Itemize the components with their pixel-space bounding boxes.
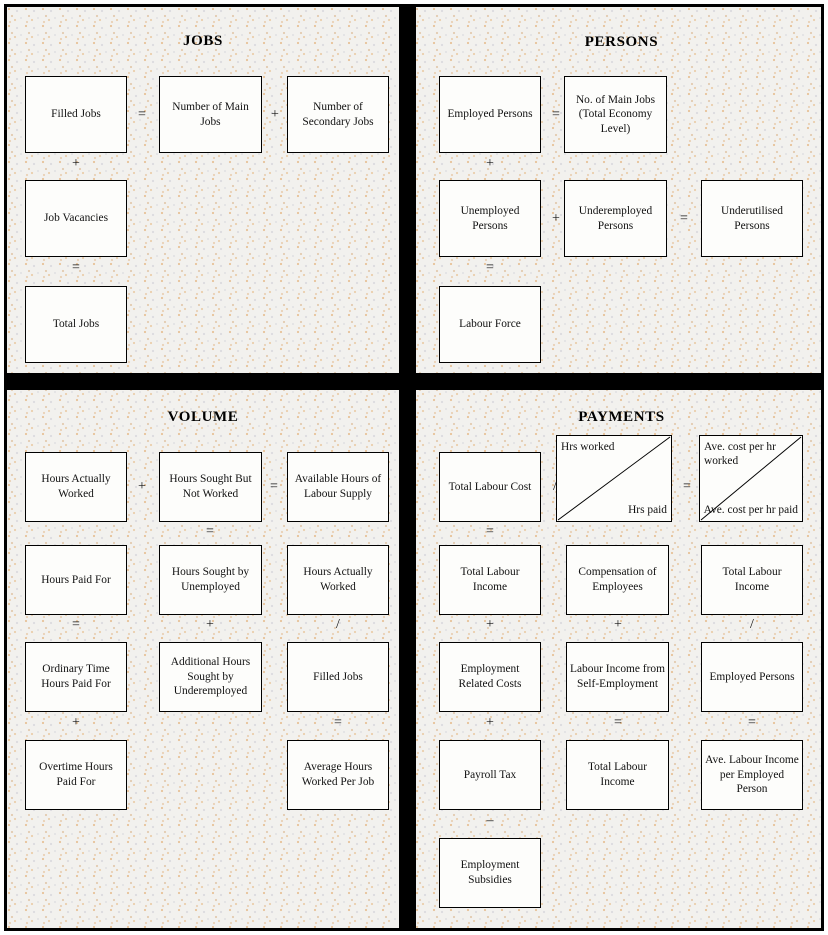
- box-hours-sought-by-unemployed[interactable]: Hours Sought by Unemployed: [159, 545, 262, 615]
- quadrant-payments: PAYMENTS Total Labour Cost / Hrs worked …: [416, 390, 821, 928]
- box-ordinary-time-hours-paid-for[interactable]: Ordinary Time Hours Paid For: [25, 642, 127, 712]
- box-underutilised-persons[interactable]: Underutilised Persons: [701, 180, 803, 257]
- box-total-labour-income-col1[interactable]: Total Labour Income: [439, 545, 541, 615]
- quadrant-volume: VOLUME Hours Actually Worked + Hours Sou…: [7, 390, 399, 928]
- quadrant-jobs: JOBS Filled Jobs = Number of Main Jobs +…: [7, 7, 399, 373]
- box-underemployed-persons[interactable]: Underemployed Persons: [564, 180, 667, 257]
- box-compensation-of-employees[interactable]: Compensation of Employees: [566, 545, 669, 615]
- operator-divide-volume-col3-a: /: [336, 617, 340, 632]
- operator-equals-payments-col3-c: =: [748, 715, 756, 730]
- quadrant-title-payments: PAYMENTS: [578, 409, 665, 425]
- operator-divide-payments-row1: /: [553, 479, 557, 494]
- box-employment-subsidies[interactable]: Employment Subsidies: [439, 838, 541, 908]
- operator-equals-payments-row1: =: [683, 479, 691, 494]
- operator-equals-persons-col1-b: =: [486, 260, 494, 275]
- operator-plus-payments-col1-c: +: [486, 715, 494, 730]
- operator-plus-jobs-col1-a: +: [72, 156, 80, 171]
- box-number-of-secondary-jobs[interactable]: Number of Secondary Jobs: [287, 76, 389, 153]
- operator-divide-payments-col3-b: /: [750, 617, 754, 632]
- operator-plus-persons-row2: +: [552, 211, 560, 226]
- box-job-vacancies[interactable]: Job Vacancies: [25, 180, 127, 257]
- box-hours-paid-for[interactable]: Hours Paid For: [25, 545, 127, 615]
- box-employed-persons[interactable]: Employed Persons: [439, 76, 541, 153]
- box-hours-actually-worked[interactable]: Hours Actually Worked: [25, 452, 127, 522]
- diagram-board: JOBS Filled Jobs = Number of Main Jobs +…: [4, 4, 824, 931]
- box-available-hours-of-labour-supply[interactable]: Available Hours of Labour Supply: [287, 452, 389, 522]
- box-filled-jobs[interactable]: Filled Jobs: [25, 76, 127, 153]
- box-labour-income-from-self-employment[interactable]: Labour Income from Self-Employment: [566, 642, 669, 712]
- box-ave-cost-per-hour-split[interactable]: Ave. cost per hr worked Ave. cost per hr…: [699, 435, 803, 522]
- box-hours-sought-but-not-worked[interactable]: Hours Sought But Not Worked: [159, 452, 262, 522]
- operator-equals-jobs-col1-b: =: [72, 260, 80, 275]
- box-hours-actually-worked-2[interactable]: Hours Actually Worked: [287, 545, 389, 615]
- operator-plus-payments-col1-b: +: [486, 617, 494, 632]
- box-average-hours-worked-per-job[interactable]: Average Hours Worked Per Job: [287, 740, 389, 810]
- operator-equals-volume-col1-a: =: [72, 617, 80, 632]
- operator-minus-payments-col1-d: –: [486, 813, 494, 828]
- operator-plus-payments-col2-b: +: [614, 617, 622, 632]
- quadrant-persons: PERSONS Employed Persons = No. of Main J…: [416, 7, 821, 373]
- operator-plus-volume-col2-b: +: [206, 617, 214, 632]
- operator-equals-volume-col2-a: =: [206, 524, 214, 539]
- box-payroll-tax[interactable]: Payroll Tax: [439, 740, 541, 810]
- operator-plus-jobs-row1: +: [271, 107, 279, 122]
- box-overtime-hours-paid-for[interactable]: Overtime Hours Paid For: [25, 740, 127, 810]
- box-total-labour-income-col3[interactable]: Total Labour Income: [701, 545, 803, 615]
- box-number-of-main-jobs[interactable]: Number of Main Jobs: [159, 76, 262, 153]
- operator-equals-persons-row2: =: [680, 211, 688, 226]
- quadrant-title-jobs: JOBS: [183, 33, 223, 49]
- operator-equals-payments-col1-a: =: [486, 524, 494, 539]
- box-labour-force[interactable]: Labour Force: [439, 286, 541, 363]
- box-no-of-main-jobs-total-economy[interactable]: No. of Main Jobs (Total Economy Level): [564, 76, 667, 153]
- operator-plus-persons-col1-a: +: [486, 156, 494, 171]
- operator-equals-volume-row1: =: [270, 479, 278, 494]
- operator-equals-payments-col2-c: =: [614, 715, 622, 730]
- box-additional-hours-sought-by-underemployed[interactable]: Additional Hours Sought by Underemployed: [159, 642, 262, 712]
- box-employed-persons-payments[interactable]: Employed Persons: [701, 642, 803, 712]
- box-hours-worked-paid-split[interactable]: Hrs worked Hrs paid: [556, 435, 672, 522]
- horizontal-separator-bar: [7, 373, 821, 390]
- quadrant-title-persons: PERSONS: [584, 34, 659, 50]
- box-total-jobs[interactable]: Total Jobs: [25, 286, 127, 363]
- quadrant-title-volume: VOLUME: [167, 409, 239, 425]
- operator-equals-volume-col3-b: =: [334, 715, 342, 730]
- box-unemployed-persons[interactable]: Unemployed Persons: [439, 180, 541, 257]
- box-filled-jobs-volume[interactable]: Filled Jobs: [287, 642, 389, 712]
- box-ave-labour-income-per-employed-person[interactable]: Ave. Labour Income per Employed Person: [701, 740, 803, 810]
- operator-equals-persons-row1: =: [552, 107, 560, 122]
- box-employment-related-costs[interactable]: Employment Related Costs: [439, 642, 541, 712]
- vertical-separator-bar: [399, 7, 416, 928]
- operator-equals-jobs-row1: =: [138, 107, 146, 122]
- box-total-labour-cost[interactable]: Total Labour Cost: [439, 452, 541, 522]
- box-total-labour-income-col2[interactable]: Total Labour Income: [566, 740, 669, 810]
- operator-plus-volume-col1-b: +: [72, 715, 80, 730]
- operator-plus-volume-row1: +: [138, 479, 146, 494]
